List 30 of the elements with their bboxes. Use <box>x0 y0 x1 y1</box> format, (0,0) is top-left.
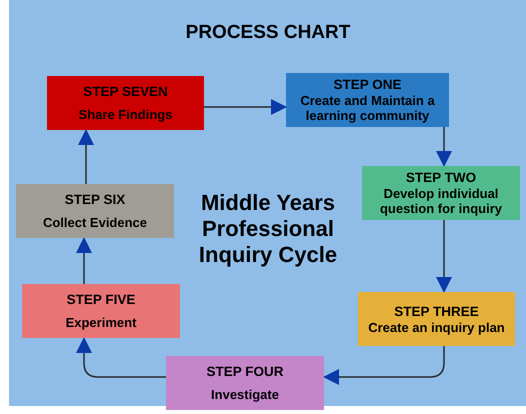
arrow <box>76 337 166 378</box>
arrow <box>436 220 452 293</box>
step-description: Create and Maintain a learning community <box>299 93 436 123</box>
step-heading: STEP SIX <box>64 192 126 208</box>
step-description: Develop individual question for inquiry <box>378 186 504 216</box>
step-heading: STEP SEVEN <box>83 84 168 100</box>
step-heading: STEP FOUR <box>206 364 284 380</box>
step-box <box>362 166 520 220</box>
arrow <box>76 237 92 284</box>
step-heading: STEP THREE <box>394 304 479 320</box>
cycle-title: Middle Years Professional Inquiry Cycle <box>198 190 338 268</box>
chart-title: PROCESS CHART <box>184 22 352 44</box>
step-description: Investigate <box>211 386 279 402</box>
step-box <box>358 292 515 346</box>
step-box <box>166 356 324 410</box>
arrow <box>436 127 452 167</box>
arrow <box>78 129 94 184</box>
arrow <box>323 346 445 385</box>
arrow <box>204 99 287 115</box>
step-heading: STEP FIVE <box>66 292 136 308</box>
step-box <box>47 76 204 130</box>
step-heading: STEP TWO <box>406 170 476 186</box>
step-description: Share Findings <box>78 106 172 122</box>
step-description: Collect Evidence <box>42 214 148 230</box>
step-description: Experiment <box>66 314 136 330</box>
step-box <box>22 284 180 338</box>
step-box <box>286 73 449 127</box>
step-heading: STEP ONE <box>333 77 402 93</box>
step-description: Create an inquiry plan <box>368 320 505 334</box>
step-box <box>16 184 174 238</box>
